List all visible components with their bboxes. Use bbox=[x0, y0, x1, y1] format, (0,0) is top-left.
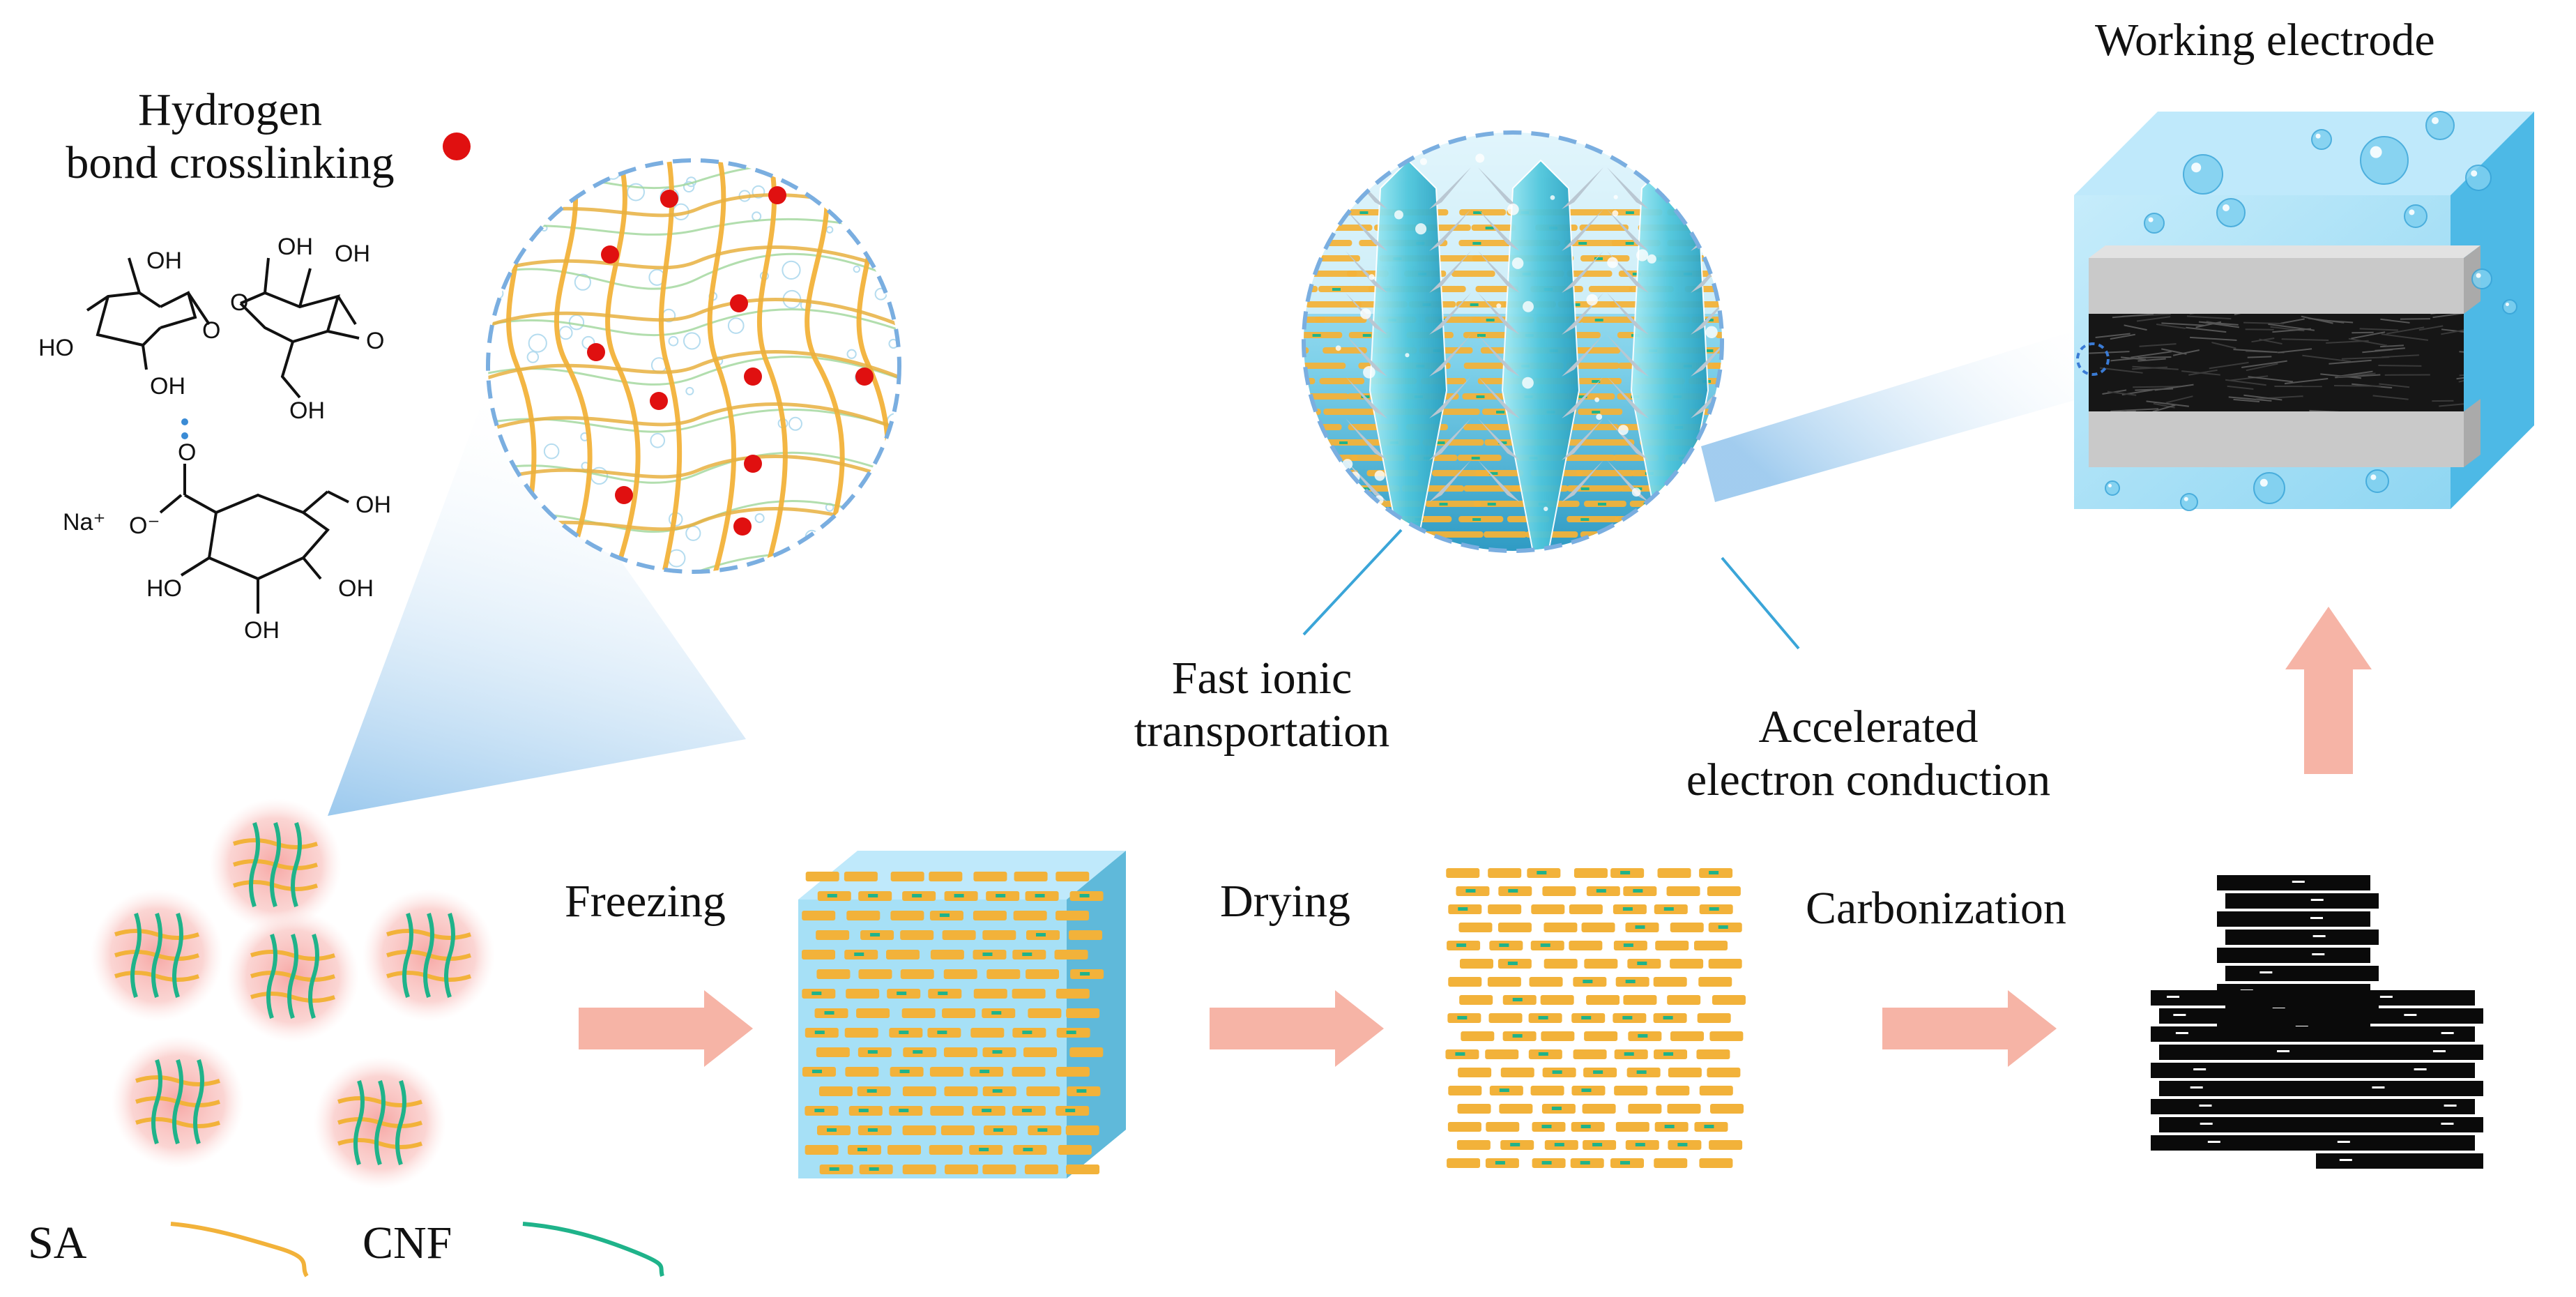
sa-cnf-clusters bbox=[91, 798, 495, 1189]
chem-label: OH bbox=[356, 492, 391, 518]
red-dot-icon bbox=[443, 132, 471, 160]
chem-label: OH bbox=[289, 397, 325, 424]
dried-scaffold bbox=[1445, 868, 1746, 1168]
chem-label: O bbox=[202, 317, 220, 344]
working-electrode-cell bbox=[2074, 112, 2534, 510]
frozen-scaffold bbox=[798, 851, 1126, 1178]
accelerated-electron-label-line2: electron conduction bbox=[1631, 754, 2105, 807]
accelerated-electron-pointer bbox=[1722, 558, 1799, 648]
chem-label: O⁻ bbox=[129, 513, 160, 539]
arrow-right-icon bbox=[579, 990, 753, 1067]
chem-label: OH bbox=[146, 248, 182, 274]
chem-label: O bbox=[230, 289, 248, 316]
hydrogen-bond-label-line2: bond crosslinking bbox=[28, 137, 432, 190]
arrow-right-icon bbox=[1210, 990, 1384, 1067]
chem-label: OH bbox=[244, 617, 280, 644]
chem-label: OH bbox=[150, 373, 185, 400]
arrow-right-icon bbox=[1882, 990, 2057, 1067]
carbonized-scaffold bbox=[2151, 875, 2483, 1169]
sa-legend-label: SA bbox=[28, 1217, 86, 1270]
hydrogen-bond-label-line1: Hydrogen bbox=[28, 84, 432, 137]
arrow-up-icon bbox=[2285, 607, 2372, 774]
fast-ionic-label: Fast ionic transportation bbox=[1088, 652, 1436, 758]
accelerated-electron-label: Accelerated electron conduction bbox=[1631, 701, 2105, 807]
drying-label: Drying bbox=[1220, 875, 1350, 928]
fast-ionic-label-line2: transportation bbox=[1088, 705, 1436, 758]
accelerated-electron-label-line1: Accelerated bbox=[1631, 701, 2105, 754]
chem-label: OH bbox=[335, 241, 370, 267]
fast-ionic-pointer bbox=[1304, 530, 1401, 635]
hydrogen-bond-label: Hydrogen bond crosslinking bbox=[28, 84, 432, 190]
zoom-cone-right bbox=[1701, 328, 2085, 502]
working-electrode-label: Working electrode bbox=[2095, 14, 2435, 67]
cnf-legend-line bbox=[523, 1224, 662, 1276]
chem-label: HO bbox=[146, 575, 182, 602]
magnified-crystal-circle bbox=[1242, 132, 1806, 593]
chem-label: O bbox=[178, 439, 196, 466]
carbonization-label: Carbonization bbox=[1806, 882, 2066, 935]
fast-ionic-label-line1: Fast ionic bbox=[1088, 652, 1436, 705]
molecule-structure bbox=[87, 258, 359, 614]
freezing-label: Freezing bbox=[565, 875, 726, 928]
chem-label: OH bbox=[277, 234, 313, 260]
chem-label: OH bbox=[338, 575, 374, 602]
chem-label: O bbox=[366, 328, 384, 354]
chem-label: HO bbox=[38, 335, 74, 361]
chem-label: Na⁺ bbox=[63, 509, 105, 536]
cnf-legend-label: CNF bbox=[363, 1217, 452, 1270]
sa-legend-line bbox=[171, 1224, 307, 1276]
